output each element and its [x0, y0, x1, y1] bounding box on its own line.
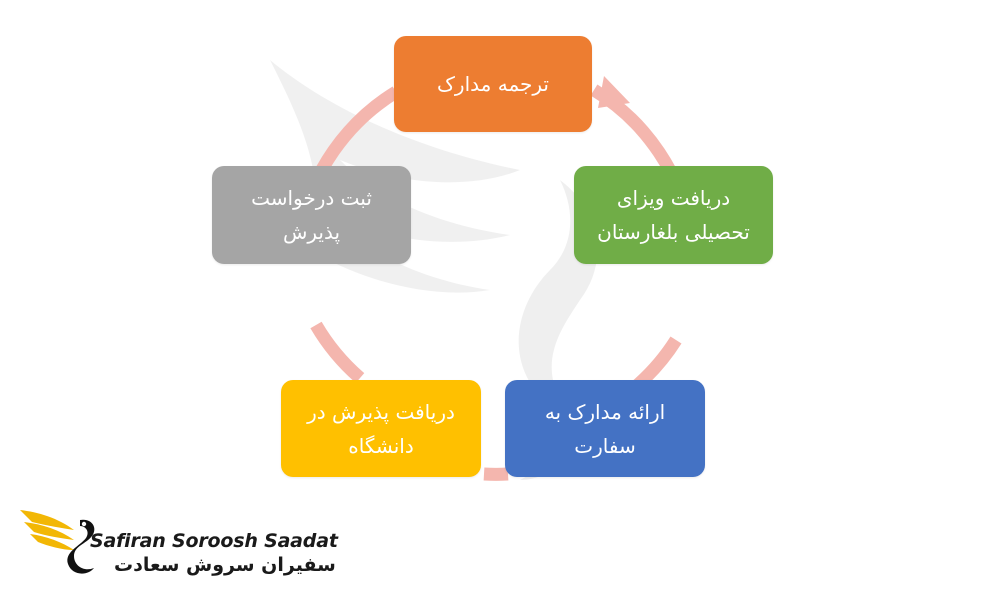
step-label: ارائه مدارک به سفارت: [544, 399, 666, 458]
step-translate-documents: ترجمه مدارک: [394, 36, 592, 132]
ring-arc-left-bottom: [310, 321, 365, 383]
company-logo: Safiran Soroosh Saadat سفیران سروش سعادت: [18, 496, 338, 586]
step-label: دریافت ویزای تحصیلی بلغارستان: [597, 186, 750, 244]
step-label: ترجمه مدارک: [437, 72, 549, 96]
step-receive-student-visa: دریافت ویزای تحصیلی بلغارستان: [574, 166, 773, 264]
step-label: دریافت پذیرش در دانشگاه: [307, 399, 455, 458]
logo-name-fa: سفیران سروش سعادت: [114, 554, 336, 576]
arrowhead-icon: [598, 76, 630, 108]
step-label: ثبت درخواست پذیرش: [251, 186, 372, 244]
cycle-arrowheads: [598, 76, 630, 108]
step-submit-to-embassy: ارائه مدارک به سفارت: [505, 380, 705, 477]
logo-name-en: Safiran Soroosh Saadat: [90, 530, 338, 552]
step-register-application: ثبت درخواست پذیرش: [212, 166, 411, 264]
wing-logo-icon: [20, 510, 95, 574]
step-receive-admission: دریافت پذیرش در دانشگاه: [281, 380, 481, 477]
